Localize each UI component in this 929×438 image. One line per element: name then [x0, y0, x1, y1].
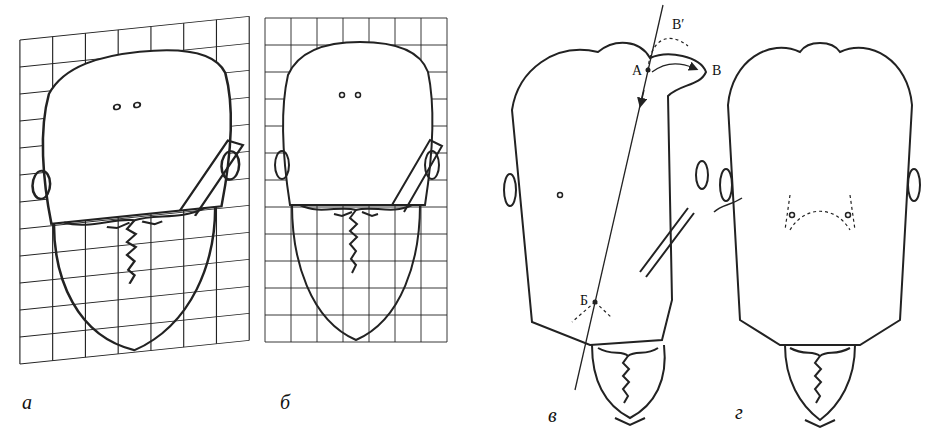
panel-label: а	[22, 392, 32, 412]
dashed-outline	[785, 195, 855, 230]
point-a	[646, 68, 651, 73]
deformation-arrow	[652, 64, 694, 72]
antenna-stub	[714, 198, 742, 212]
panel-label: б	[280, 392, 290, 412]
dashed-angle	[572, 302, 612, 322]
elongated-head	[504, 43, 708, 425]
panel-label: В	[712, 64, 721, 78]
panel-label: В′	[672, 18, 684, 32]
axis-line	[575, 5, 663, 390]
skewed-grid-head	[20, 16, 249, 364]
dashed-lobe	[648, 38, 688, 70]
panel-label: Б	[580, 294, 588, 308]
panel-label: в	[548, 405, 557, 425]
axis-arrow	[641, 90, 644, 103]
symmetric-head	[720, 43, 920, 427]
panel-label: А	[632, 64, 642, 78]
panel-label: г	[735, 402, 743, 422]
point-b	[593, 300, 598, 305]
square-grid-head	[265, 18, 447, 342]
